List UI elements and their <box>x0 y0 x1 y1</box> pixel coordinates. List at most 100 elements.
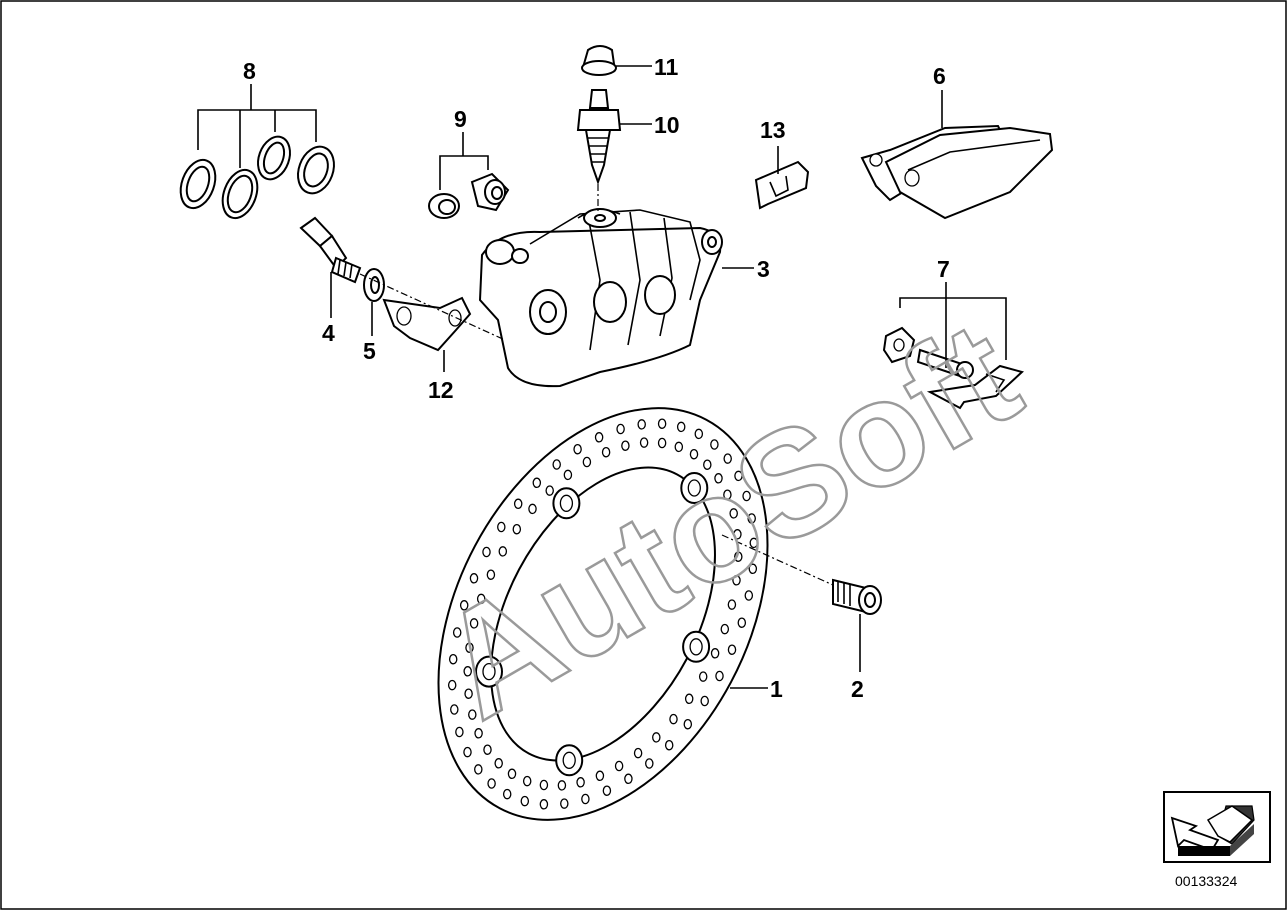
disc-hole <box>645 758 654 769</box>
disc-hole <box>552 459 561 470</box>
callout-2[interactable]: 2 <box>851 676 864 702</box>
callout-3[interactable]: 3 <box>757 256 770 282</box>
disc-hole <box>464 688 473 699</box>
disc-hole <box>601 446 611 458</box>
disc-hole <box>545 485 554 496</box>
disc-mount-boss <box>682 630 711 663</box>
disc-bolt[interactable] <box>832 578 882 615</box>
callout-10[interactable]: 10 <box>654 112 680 138</box>
disc-hole <box>694 428 704 440</box>
callout-9[interactable]: 9 <box>454 106 467 132</box>
disc-hole <box>494 758 503 769</box>
brake-pads[interactable] <box>860 124 1054 220</box>
disc-hole <box>576 777 585 788</box>
disc-hole <box>729 508 738 519</box>
disc-hole <box>652 732 661 743</box>
disc-hole <box>700 695 709 707</box>
disc-hole <box>684 693 694 705</box>
disc-hole <box>507 768 517 780</box>
disc-hole <box>557 780 567 791</box>
pad-pin-kit[interactable] <box>882 326 1025 410</box>
bleeder-screw[interactable] <box>576 89 622 186</box>
disc-mount-boss <box>555 744 584 777</box>
caliper-bolt[interactable] <box>299 216 362 284</box>
disc-hole <box>664 739 674 751</box>
callout-5[interactable]: 5 <box>363 338 376 364</box>
disc-hole <box>710 439 719 450</box>
disc-hole <box>476 593 486 605</box>
guide-bushings[interactable] <box>428 172 510 219</box>
disc-hole <box>560 798 569 809</box>
nav-box[interactable]: 00133324 <box>1163 791 1271 889</box>
disc-hole <box>602 785 612 796</box>
anti-rattle-spring[interactable] <box>754 160 810 210</box>
brake-disc[interactable] <box>372 352 835 877</box>
disc-hole <box>748 563 758 575</box>
callout-labels: 1 2 3 4 5 6 7 8 9 10 11 12 13 <box>243 54 950 702</box>
disc-hole <box>683 718 693 730</box>
disc-hole <box>486 569 496 580</box>
disc-hole <box>637 419 646 430</box>
disc-hole <box>483 744 492 755</box>
disc-hole <box>723 489 732 500</box>
disc-hole <box>749 537 759 549</box>
disc-hole <box>582 456 592 468</box>
disc-hole <box>452 627 462 638</box>
disc-hole <box>450 704 459 715</box>
disc-hole <box>639 437 649 448</box>
disc-hole <box>459 600 469 611</box>
caliper-bracket[interactable] <box>382 296 472 352</box>
disc-hole <box>468 709 477 720</box>
disc-hole <box>621 440 630 451</box>
disc-hole <box>676 421 686 433</box>
disc-hole <box>482 546 491 558</box>
disc-hole <box>474 764 483 775</box>
disc-mount-boss <box>475 655 503 688</box>
disc-hole <box>710 648 720 659</box>
disc-hole <box>513 498 523 510</box>
disc-hole <box>455 726 464 738</box>
washer[interactable] <box>363 268 385 302</box>
disc-hole <box>732 575 741 586</box>
callout-1[interactable]: 1 <box>770 676 783 702</box>
disc-hole <box>689 448 699 460</box>
disc-hole <box>497 521 506 533</box>
disc-holes <box>447 418 759 810</box>
disc-hole <box>563 469 573 481</box>
disc-hole <box>703 459 712 470</box>
dust-cap[interactable] <box>581 45 617 76</box>
callout-8[interactable]: 8 <box>243 58 256 84</box>
disc-hole <box>720 623 730 635</box>
disc-hole <box>657 437 667 449</box>
disc-hole <box>594 432 604 443</box>
callout-11[interactable]: 11 <box>654 54 679 80</box>
disc-hole <box>539 799 549 810</box>
leader-lines <box>197 65 1007 689</box>
caliper-bolt-axis-line <box>359 273 506 341</box>
disc-hole <box>614 760 624 772</box>
disc-hole <box>734 470 743 482</box>
disc-hole <box>448 653 458 665</box>
disc-hole <box>502 788 512 800</box>
disc-hole <box>573 443 582 455</box>
callout-4[interactable]: 4 <box>322 320 335 346</box>
disc-mount-bosses <box>475 472 711 777</box>
disc-hole <box>595 770 605 782</box>
disc-hole <box>727 599 737 610</box>
disc-hole <box>727 644 737 655</box>
disc-mount-boss <box>552 487 581 520</box>
disc-hole <box>463 666 472 677</box>
callout-13[interactable]: 13 <box>760 117 786 143</box>
disc-hole <box>669 713 678 725</box>
callout-6[interactable]: 6 <box>933 63 946 89</box>
disc-hole <box>747 513 756 524</box>
disc-hole <box>744 590 754 601</box>
piston-seals[interactable] <box>174 132 340 223</box>
disc-hole <box>714 473 723 484</box>
callout-7[interactable]: 7 <box>937 256 950 282</box>
callout-12[interactable]: 12 <box>428 377 454 403</box>
brake-caliper[interactable] <box>478 208 723 388</box>
disc-hole <box>723 453 732 464</box>
document-number: 00133324 <box>1175 873 1238 889</box>
